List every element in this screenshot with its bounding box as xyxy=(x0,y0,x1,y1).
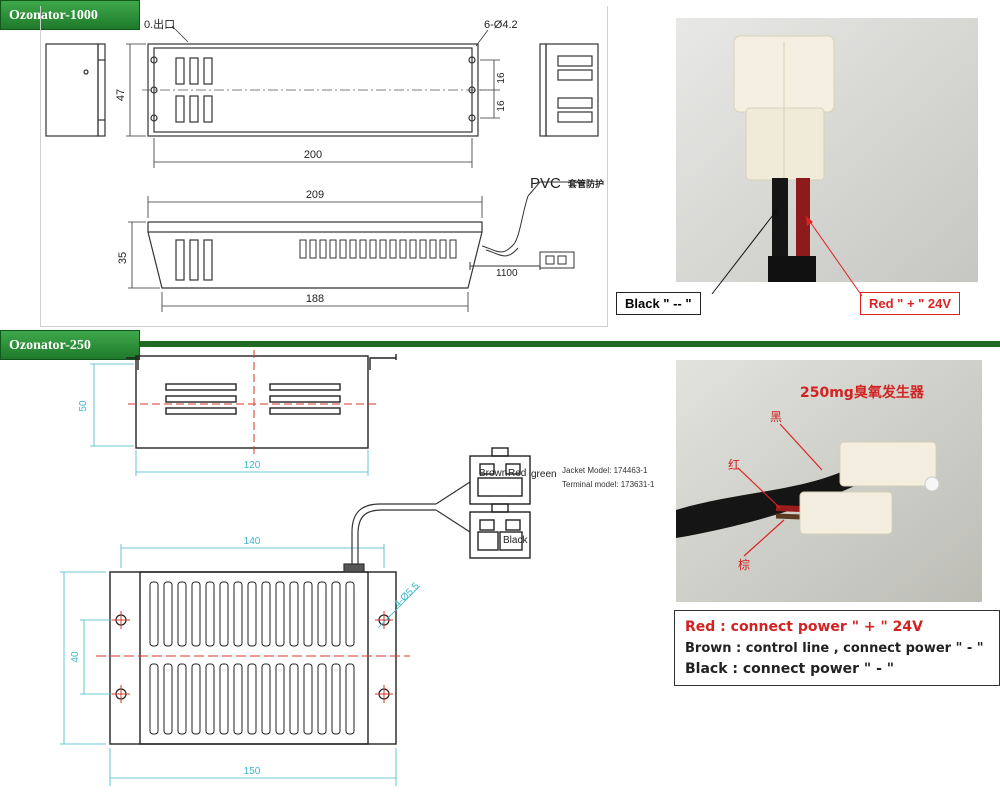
ozonator-1000-drawing: 47 200 16 16 0.出口 6-Ø4.2 209 35 xyxy=(45,17,604,312)
grille-dimensions xyxy=(60,544,421,786)
photo-label-brown-cn: 棕 xyxy=(738,558,751,572)
dim-width-top: 200 xyxy=(304,149,322,161)
small-top-dimensions xyxy=(90,363,369,476)
connector-bottom xyxy=(469,503,531,559)
photo-label-red: Red " + " 24V xyxy=(860,292,961,315)
legend-black: Black : connect power " - " xyxy=(685,661,895,677)
small-top-view xyxy=(126,354,397,449)
pvc-label: PVC xyxy=(530,175,561,192)
ozonator-250-drawing: 50 120 xyxy=(60,350,655,786)
connector-label-green: green xyxy=(531,469,557,480)
cable-assembly xyxy=(469,181,578,270)
grille-centerlines xyxy=(96,611,410,703)
hole-label: 6-Ø4.2 xyxy=(484,19,518,31)
dim-150: 150 xyxy=(244,766,261,777)
cable-250 xyxy=(343,481,471,573)
grille-slots-top xyxy=(149,581,355,647)
dim-spacing-1: 16 xyxy=(496,72,507,84)
hole-label-250: 4-Ø5.5 xyxy=(392,580,422,610)
jacket-model: Jacket Model: 174463-1 xyxy=(562,466,648,475)
section-tag-label: Ozonator-250 xyxy=(9,338,91,353)
grille-slots-bottom xyxy=(149,663,355,735)
top-view-dimensions xyxy=(126,25,500,168)
photo-connector-1000 xyxy=(676,18,978,282)
left-end-view xyxy=(45,43,106,137)
dim-width-250-top: 120 xyxy=(244,460,261,471)
connector-label-brown: Brown xyxy=(479,468,507,479)
legend-brown: Brown : control line , connect power " -… xyxy=(685,641,984,656)
photo-connector-250 xyxy=(676,360,982,602)
section-tag-ozonator-250: Ozonator-250 xyxy=(0,330,140,360)
connector-label-black: Black xyxy=(503,535,528,546)
dim-height-side: 35 xyxy=(117,252,129,264)
section-tag-ozonator-1000: Ozonator-1000 xyxy=(0,0,140,30)
cable-length: 1100 xyxy=(496,268,518,279)
dim-bottom: 188 xyxy=(306,293,324,305)
small-top-centerlines xyxy=(128,350,380,454)
side-view xyxy=(147,221,483,289)
dim-height-left: 47 xyxy=(115,89,127,101)
photo-label-red-cn: 红 xyxy=(728,458,741,472)
right-end-view xyxy=(539,43,599,137)
dim-height-250-top: 50 xyxy=(78,400,89,412)
photo-title-250: 250mg臭氧发生器 xyxy=(800,385,924,401)
wire-legend: Red : connect power " + " 24V Brown : co… xyxy=(674,610,1000,686)
connector-label-red: Red xyxy=(508,468,526,479)
drawing-frame-1000 xyxy=(40,6,608,327)
side-view-dimensions xyxy=(128,196,483,312)
photo-label-black-cn: 黑 xyxy=(770,410,783,424)
photo-label-black: Black " -- " xyxy=(616,292,701,315)
section-tag-label: Ozonator-1000 xyxy=(9,8,98,23)
grille-holes xyxy=(115,614,390,700)
section-divider xyxy=(140,341,1000,347)
grille-box xyxy=(109,571,397,745)
side-vent-grille xyxy=(299,239,457,259)
terminal-model: Terminal model: 173631-1 xyxy=(562,480,655,489)
dim-40: 40 xyxy=(70,651,81,663)
pvc-note: 套管防护 xyxy=(568,178,604,189)
dim-140: 140 xyxy=(244,536,261,547)
dim-length-side: 209 xyxy=(306,189,324,201)
outlet-label: 0.出口 xyxy=(144,17,175,31)
legend-red: Red : connect power " + " 24V xyxy=(685,619,923,635)
dim-spacing-2: 16 xyxy=(496,100,507,112)
